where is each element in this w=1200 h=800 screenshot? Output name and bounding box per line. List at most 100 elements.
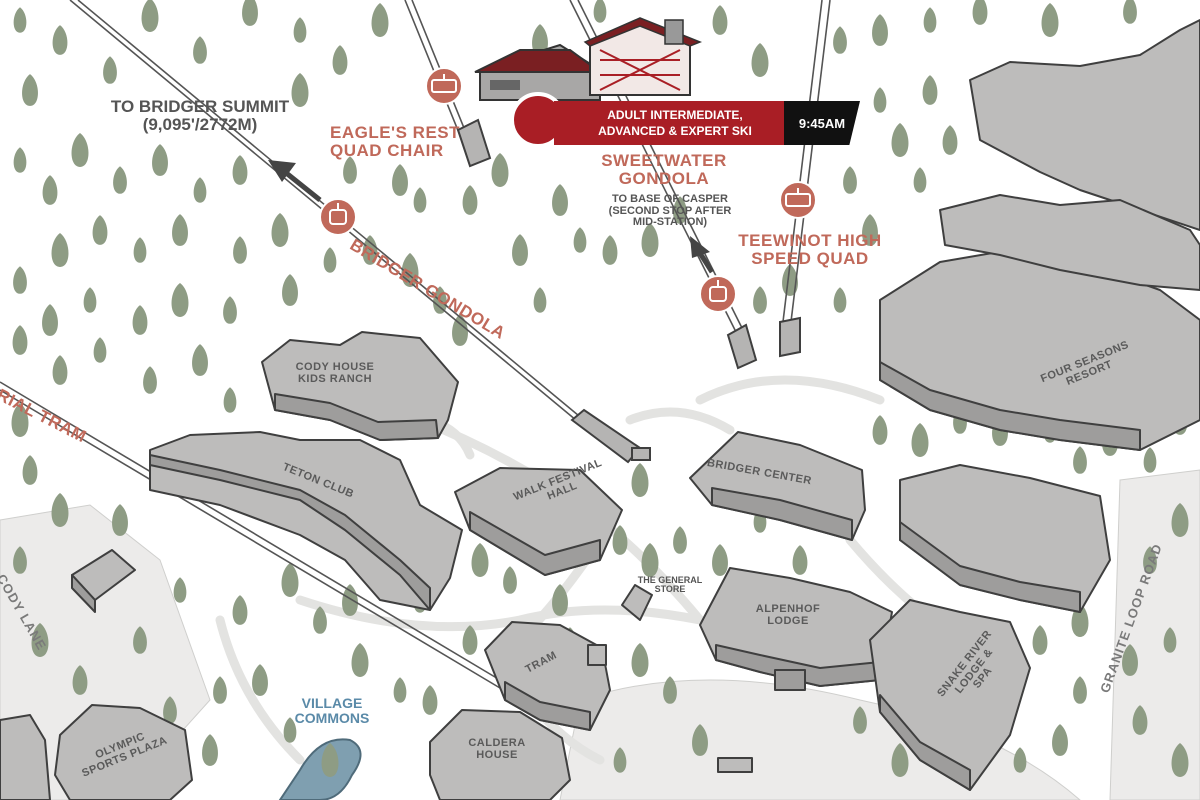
tree [413,187,427,213]
tree [223,387,237,413]
tree [833,287,847,313]
tree [133,626,147,654]
chair-pins [425,67,817,219]
tree [1013,747,1027,773]
tree [351,643,369,677]
tree [141,0,159,32]
tree [1132,705,1148,735]
tree [11,403,29,437]
tree [452,314,468,346]
tree [751,43,769,77]
tree [22,455,38,485]
tree [152,144,168,176]
tree [143,366,157,394]
tree [163,696,177,724]
tree [972,0,988,25]
tree [1032,625,1048,655]
tree [891,123,909,157]
tree [343,156,357,184]
tree [913,167,927,193]
tree [552,184,568,216]
tree [13,546,27,574]
tree [673,196,687,224]
tree [332,45,348,75]
tree [942,125,958,155]
route-time: 9:45AM [784,101,860,145]
village-commons-pond [278,738,362,800]
tree [71,133,89,167]
tree [342,584,358,616]
tree [512,234,528,266]
tree [792,545,808,575]
tree [132,305,148,335]
tree [631,463,649,497]
tree [533,287,547,313]
tree [192,344,208,376]
tree [291,73,309,107]
tree [12,325,28,355]
tree [873,87,887,113]
tree [1143,546,1157,574]
tree [202,734,218,766]
tree [72,665,88,695]
tree [52,25,68,55]
tree [862,214,878,246]
caldera-label: Caldera House [468,737,526,761]
casper-note: To base of Casper (second stop after mid… [608,193,732,229]
tree [573,227,587,253]
tree [612,525,628,555]
tree [843,166,857,194]
tree [1171,743,1189,777]
tree [232,155,248,185]
tree [52,355,68,385]
tree [282,274,298,306]
general-store-label: The General Store [637,575,703,595]
tree [911,423,929,457]
tree [173,577,187,603]
village-commons-label: Village Commons [294,695,370,726]
route-line-2: Advanced & Expert Ski [598,124,752,138]
tree [593,0,607,23]
alpenhof-label: Alpenhof Lodge [755,603,821,627]
tree [51,493,69,527]
tree [552,584,568,616]
tree [532,24,548,56]
tree [1171,503,1189,537]
tree [193,177,207,203]
tree [13,266,27,294]
tree [462,185,478,215]
direction-arrows [268,160,715,274]
route-description: Adult Intermediate, Advanced & Expert Sk… [554,101,796,145]
eagles-rest-label: Eagle's Rest Quad Chair [330,123,461,160]
tree [663,676,677,704]
tree [113,166,127,194]
tree [1163,627,1177,653]
gondola-pins [319,198,737,313]
tree [93,337,107,363]
tree [171,283,189,317]
tree [471,543,489,577]
tree [782,264,798,296]
tree [393,677,407,703]
tree [853,706,867,734]
tree [923,7,937,33]
tree [1041,3,1059,37]
tree [631,643,649,677]
tree [31,623,49,657]
tree [1073,446,1087,474]
tree [602,235,618,265]
tree [252,664,268,696]
tree [641,223,659,257]
bridger-summit-note: To Bridger Summit (9,095'/2772m) [110,97,290,134]
sweetwater-label: Sweetwater Gondola [601,151,727,188]
tree [891,743,909,777]
tree [283,717,297,743]
tree [833,26,847,54]
tree [293,17,307,43]
summit-lodge [474,17,703,101]
tree [51,233,69,267]
tree [422,685,438,715]
tree [323,247,337,273]
tree [1123,0,1137,24]
tree [42,175,58,205]
